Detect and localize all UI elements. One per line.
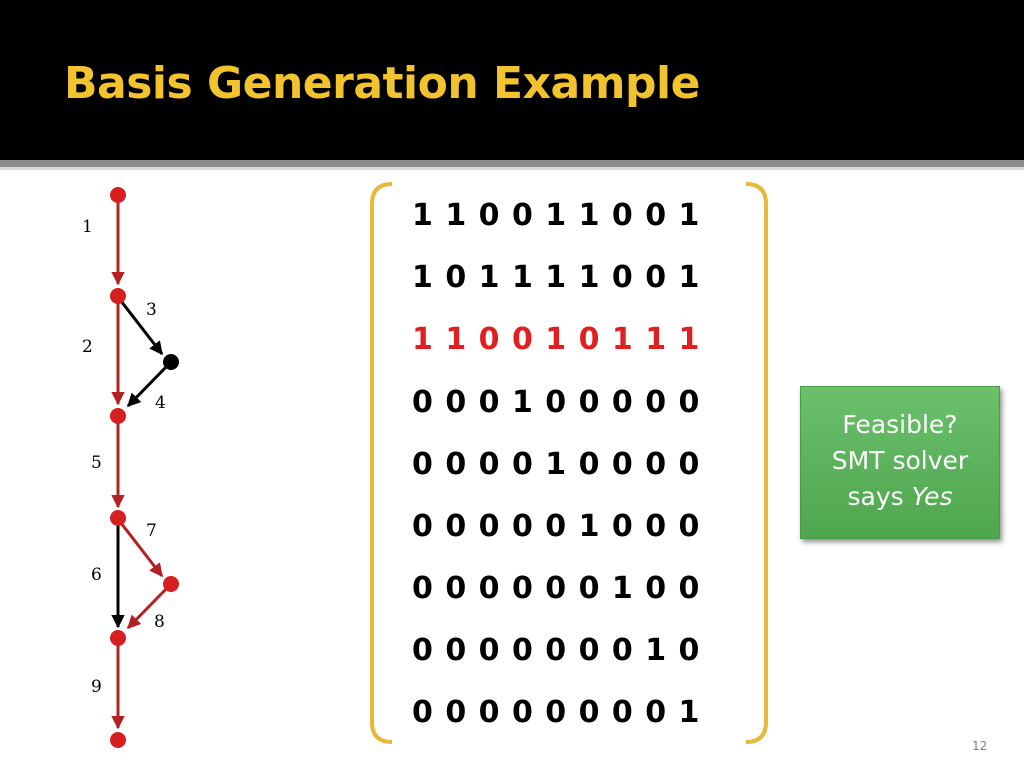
edge-label-8: 8 xyxy=(154,612,165,632)
feasibility-callout: Feasible? SMT solver says Yes xyxy=(800,386,1000,539)
matrix-row-8: 0 0 0 0 0 0 0 1 0 xyxy=(412,633,701,668)
left-bracket xyxy=(370,182,393,744)
node-branch-1 xyxy=(163,354,179,370)
edge-label-3: 3 xyxy=(146,300,157,320)
slide-title: Basis Generation Example xyxy=(64,58,700,109)
callout-line-2: SMT solver xyxy=(831,446,969,475)
node-b xyxy=(110,408,126,424)
matrix-row-5: 0 0 0 0 1 0 0 0 0 xyxy=(412,447,701,482)
title-bar: Basis Generation Example xyxy=(0,0,1024,160)
callout-line-3: says Yes xyxy=(801,479,999,515)
matrix-row-4: 0 0 0 1 0 0 0 0 0 xyxy=(412,385,701,420)
callout-answer: Yes xyxy=(911,482,953,511)
edge-label-5: 5 xyxy=(91,453,102,473)
edge-label-9: 9 xyxy=(91,677,102,697)
node-entry xyxy=(110,187,126,203)
matrix-row-2: 1 0 1 1 1 1 0 0 1 xyxy=(412,260,701,295)
edge-label-4: 4 xyxy=(155,393,166,413)
edge-label-1: 1 xyxy=(82,217,93,237)
right-bracket xyxy=(745,182,768,744)
edge-8 xyxy=(126,586,169,630)
matrix-brackets xyxy=(370,182,768,744)
control-flow-graph: 1 2 3 4 5 6 7 8 9 xyxy=(82,187,179,748)
matrix-row-3-highlighted: 1 1 0 0 1 0 1 1 1 xyxy=(412,322,701,357)
callout-line-3-prefix: says xyxy=(847,482,912,511)
edge-label-2: 2 xyxy=(82,337,93,357)
node-branch-2 xyxy=(163,576,179,592)
matrix-row-7: 0 0 0 0 0 0 1 0 0 xyxy=(412,571,701,606)
edge-label-7: 7 xyxy=(146,521,157,541)
edge-7 xyxy=(119,522,164,578)
title-divider-light xyxy=(0,167,1024,170)
node-exit xyxy=(110,732,126,748)
matrix-row-9: 0 0 0 0 0 0 0 0 1 xyxy=(412,695,701,730)
edge-4 xyxy=(126,364,169,408)
callout-line-1: Feasible? xyxy=(842,410,958,439)
node-d xyxy=(110,630,126,646)
page-number: 12 xyxy=(972,739,988,753)
matrix-row-6: 0 0 0 0 0 1 0 0 0 xyxy=(412,509,701,544)
edge-3 xyxy=(119,300,164,356)
node-a xyxy=(110,288,126,304)
title-divider xyxy=(0,160,1024,167)
node-c xyxy=(110,510,126,526)
edge-label-6: 6 xyxy=(91,565,102,585)
matrix-row-1: 1 1 0 0 1 1 0 0 1 xyxy=(412,198,701,233)
